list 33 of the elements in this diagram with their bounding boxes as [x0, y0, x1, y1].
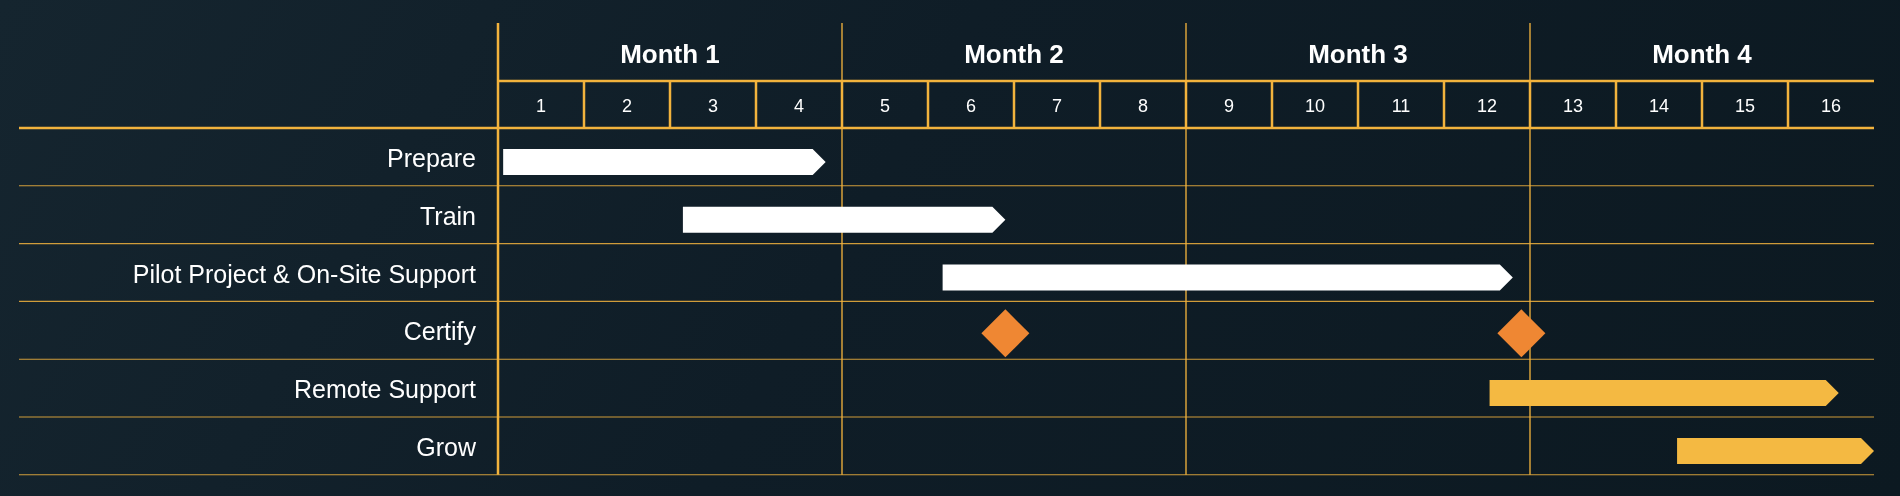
week-number: 16: [1821, 95, 1841, 116]
task-label: Certify: [403, 316, 476, 346]
month-header: Month 2: [964, 40, 1064, 70]
week-number: 4: [794, 95, 804, 116]
week-number: 5: [880, 95, 890, 116]
gantt-bar: [1489, 380, 1839, 407]
month-header: Month 4: [1652, 40, 1752, 70]
week-number: 2: [622, 95, 632, 116]
week-number: 6: [966, 95, 976, 116]
week-number: 8: [1138, 95, 1148, 116]
week-number: 7: [1052, 95, 1062, 116]
week-number: 9: [1224, 95, 1234, 116]
task-label: Train: [419, 201, 476, 231]
gantt-bar: [942, 264, 1513, 291]
week-number: 1: [536, 95, 546, 116]
week-number: 11: [1391, 95, 1411, 116]
week-number: 3: [708, 95, 718, 116]
milestone-diamond: [981, 309, 1030, 358]
gantt-bar: [503, 148, 826, 175]
week-number: 15: [1735, 95, 1755, 116]
gantt-bar: [682, 206, 1006, 233]
task-label: Remote Support: [293, 374, 476, 404]
task-label: Grow: [416, 432, 476, 462]
week-number: 14: [1649, 95, 1669, 116]
task-label: Prepare: [387, 143, 476, 173]
task-label: Pilot Project & On-Site Support: [132, 259, 476, 288]
week-number: 13: [1563, 95, 1583, 116]
gantt-bar: [1677, 437, 1874, 464]
week-number: 12: [1477, 95, 1497, 116]
milestone-diamond: [1497, 309, 1546, 358]
month-header: Month 1: [620, 40, 720, 70]
month-header: Month 3: [1308, 40, 1408, 70]
week-number: 10: [1305, 95, 1325, 116]
